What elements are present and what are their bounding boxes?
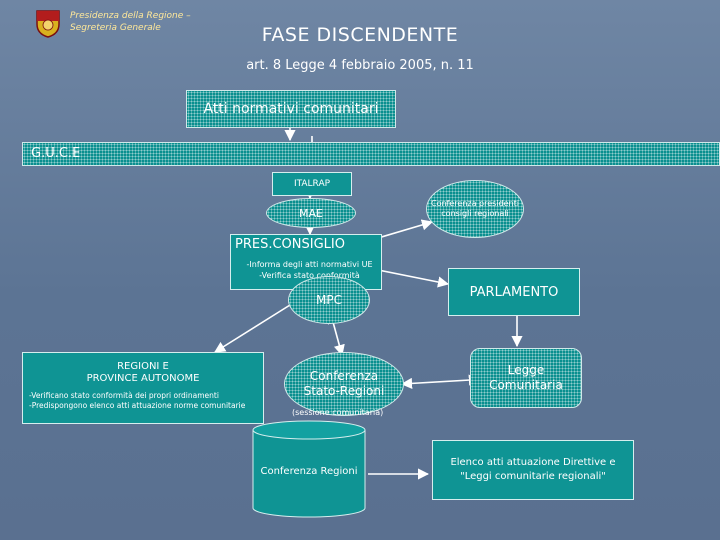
node-legge-line2: Comunitaria	[489, 378, 563, 392]
node-guce-label: G.U.C.E	[31, 146, 81, 161]
node-pres-consiglio-label: PRES.CONSIGLIO	[235, 237, 345, 252]
node-pres-note-1: -Informa degli atti normativi UE	[246, 260, 373, 269]
node-conferenza-presidenti: Conferenza presidenti consigli regionali	[426, 180, 524, 238]
node-parlamento-label: PARLAMENTO	[469, 284, 559, 300]
node-atti-normativi: Atti normativi comunitari	[186, 90, 396, 128]
cylinder-shape	[252, 420, 366, 518]
region-logo	[34, 8, 62, 38]
organization-line-1: Presidenza della Regione –	[70, 11, 191, 21]
node-conferenza-stato-regioni: Conferenza Stato-Regioni	[284, 352, 404, 416]
organization-header: Presidenza della Regione – Segreteria Ge…	[70, 10, 240, 34]
node-atti-label: Atti normativi comunitari	[203, 101, 379, 117]
node-conferenza-regioni: Conferenza Regioni	[252, 420, 366, 518]
node-conf-sr-line2: Stato-Regioni	[303, 384, 385, 398]
organization-line-2: Segreteria Generale	[70, 23, 161, 33]
arrow-mpc-regioni	[214, 299, 299, 353]
node-parlamento: PARLAMENTO	[448, 268, 580, 316]
arrow-pres-confpres	[377, 219, 434, 239]
arrow-mpc-confsr	[327, 312, 345, 357]
node-conf-regioni-label: Conferenza Regioni	[260, 466, 358, 477]
node-conf-sr-note: (sessione comunitaria)	[292, 408, 384, 417]
node-regioni-line2: PROVINCE AUTONOME	[86, 373, 200, 384]
node-regioni-note-2: -Predispongono elenco atti attuazione no…	[29, 401, 246, 410]
node-regioni: REGIONI E PROVINCE AUTONOME -Verificano …	[22, 352, 264, 424]
node-italrap-label: ITALRAP	[293, 179, 331, 189]
node-regioni-notes: -Verificano stato conformità dei propri …	[23, 391, 263, 411]
node-elenco-line1: Elenco atti attuazione Direttive e	[450, 457, 616, 468]
node-italrap: ITALRAP	[272, 172, 352, 196]
arrow-pres-parlamento	[377, 269, 450, 288]
node-regioni-title: REGIONI E PROVINCE AUTONOME	[23, 361, 263, 385]
node-regioni-note-1: -Verificano stato conformità dei propri …	[29, 391, 219, 400]
node-mpc-label: MPC	[316, 293, 342, 307]
node-elenco-line2: "Leggi comunitarie regionali"	[460, 471, 606, 482]
node-conf-pres-line1: Conferenza presidenti	[431, 199, 519, 208]
arrow-legge-confsr	[400, 374, 481, 389]
node-mae-label: MAE	[299, 206, 323, 220]
node-mpc: MPC	[288, 276, 370, 324]
node-regioni-line1: REGIONI E	[117, 361, 169, 372]
page-title: FASE DISCENDENTE	[261, 24, 459, 46]
node-elenco-atti: Elenco atti attuazione Direttive e "Legg…	[432, 440, 634, 500]
node-conf-sr-line1: Conferenza	[309, 369, 379, 383]
node-pres-note: -Informa degli atti normativi UE -Verifi…	[237, 259, 382, 281]
node-guce: G.U.C.E	[22, 142, 720, 166]
node-legge-line1: Legge	[507, 363, 545, 377]
node-conf-pres-line2: consigli regionali	[441, 209, 509, 218]
page-subtitle: art. 8 Legge 4 febbraio 2005, n. 11	[246, 58, 474, 73]
node-legge-comunitaria: Legge Comunitaria	[470, 348, 582, 408]
node-pres-note-2: -Verifica stato conformità	[259, 271, 360, 280]
node-mae: MAE	[266, 198, 356, 228]
